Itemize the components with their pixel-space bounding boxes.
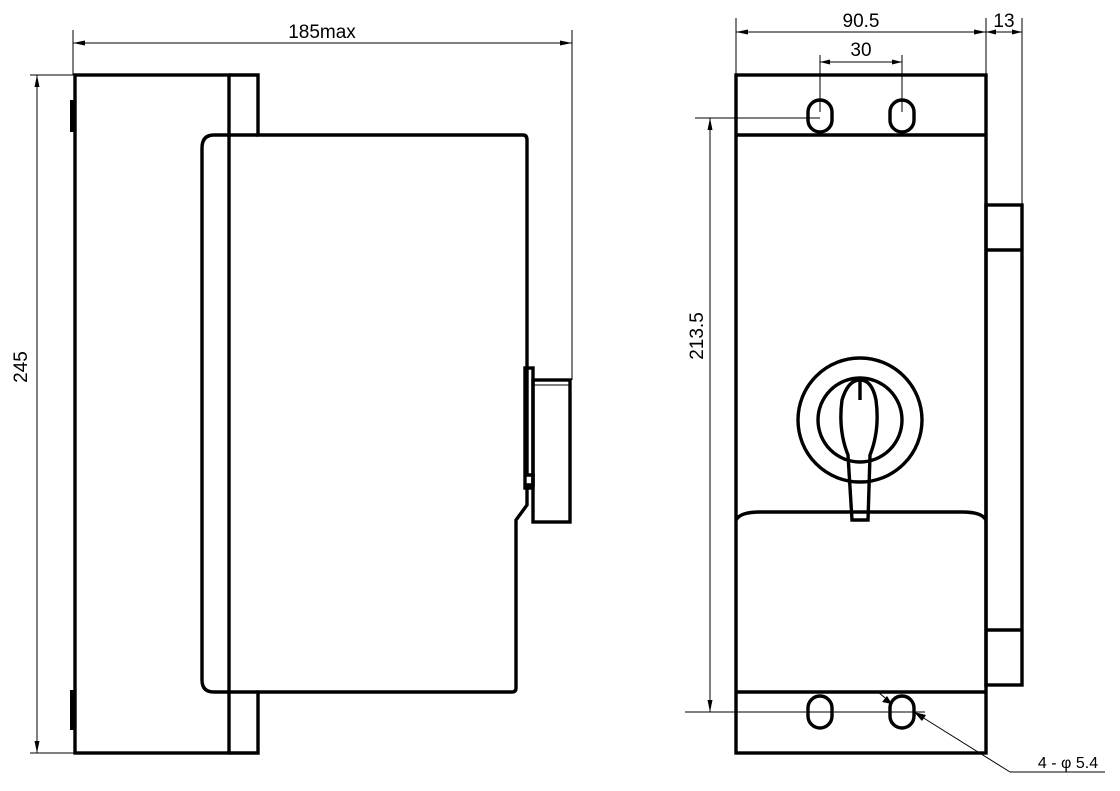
side-knob-collar (523, 366, 535, 490)
hole-callout-arrow (914, 712, 926, 721)
side-back-plate (73, 73, 231, 755)
dim-text-90-5: 90.5 (843, 11, 880, 32)
dim-arrow-90-right (974, 29, 986, 35)
dim-arrow-185-left (73, 40, 85, 46)
dim-arrow-213-bottom (707, 700, 713, 712)
front-cover-split (734, 510, 988, 521)
dim-arrow-13-right (1012, 29, 1022, 35)
dim-text-245: 245 (11, 351, 32, 383)
dim-text-213-5: 213.5 (687, 312, 708, 360)
side-body-outline (229, 73, 535, 755)
side-clip-bottom (70, 690, 75, 730)
dim-text-30: 30 (850, 40, 871, 61)
side-knob (531, 378, 572, 524)
front-side-projection (984, 203, 1024, 687)
front-outline (734, 73, 988, 755)
dim-text-13: 13 (993, 11, 1014, 32)
dim-arrow-245-bottom (34, 741, 40, 753)
dim-arrow-90-left (736, 29, 748, 35)
switch-handle (839, 378, 879, 522)
switch-outer-ring (796, 356, 924, 484)
dim-arrow-213-top (707, 118, 713, 130)
hole-callout-arrow-2 (882, 696, 892, 704)
dim-arrow-185-right (560, 40, 572, 46)
dim-text-185max: 185max (288, 22, 356, 43)
side-clip-top (70, 100, 75, 132)
side-view: 185max 245 (11, 22, 573, 755)
front-view: 90.5 13 30 213.5 4 - φ 5.4 (685, 11, 1105, 773)
hole-note-text: 4 - φ 5.4 (1038, 755, 1098, 772)
dim-arrow-245-top (34, 75, 40, 87)
dim-arrow-30-right (892, 59, 902, 65)
hole-callout-leader (913, 711, 1011, 773)
side-body-front (200, 133, 258, 694)
dim-arrow-30-left (820, 59, 830, 65)
dim-arrow-13-left (986, 29, 996, 35)
